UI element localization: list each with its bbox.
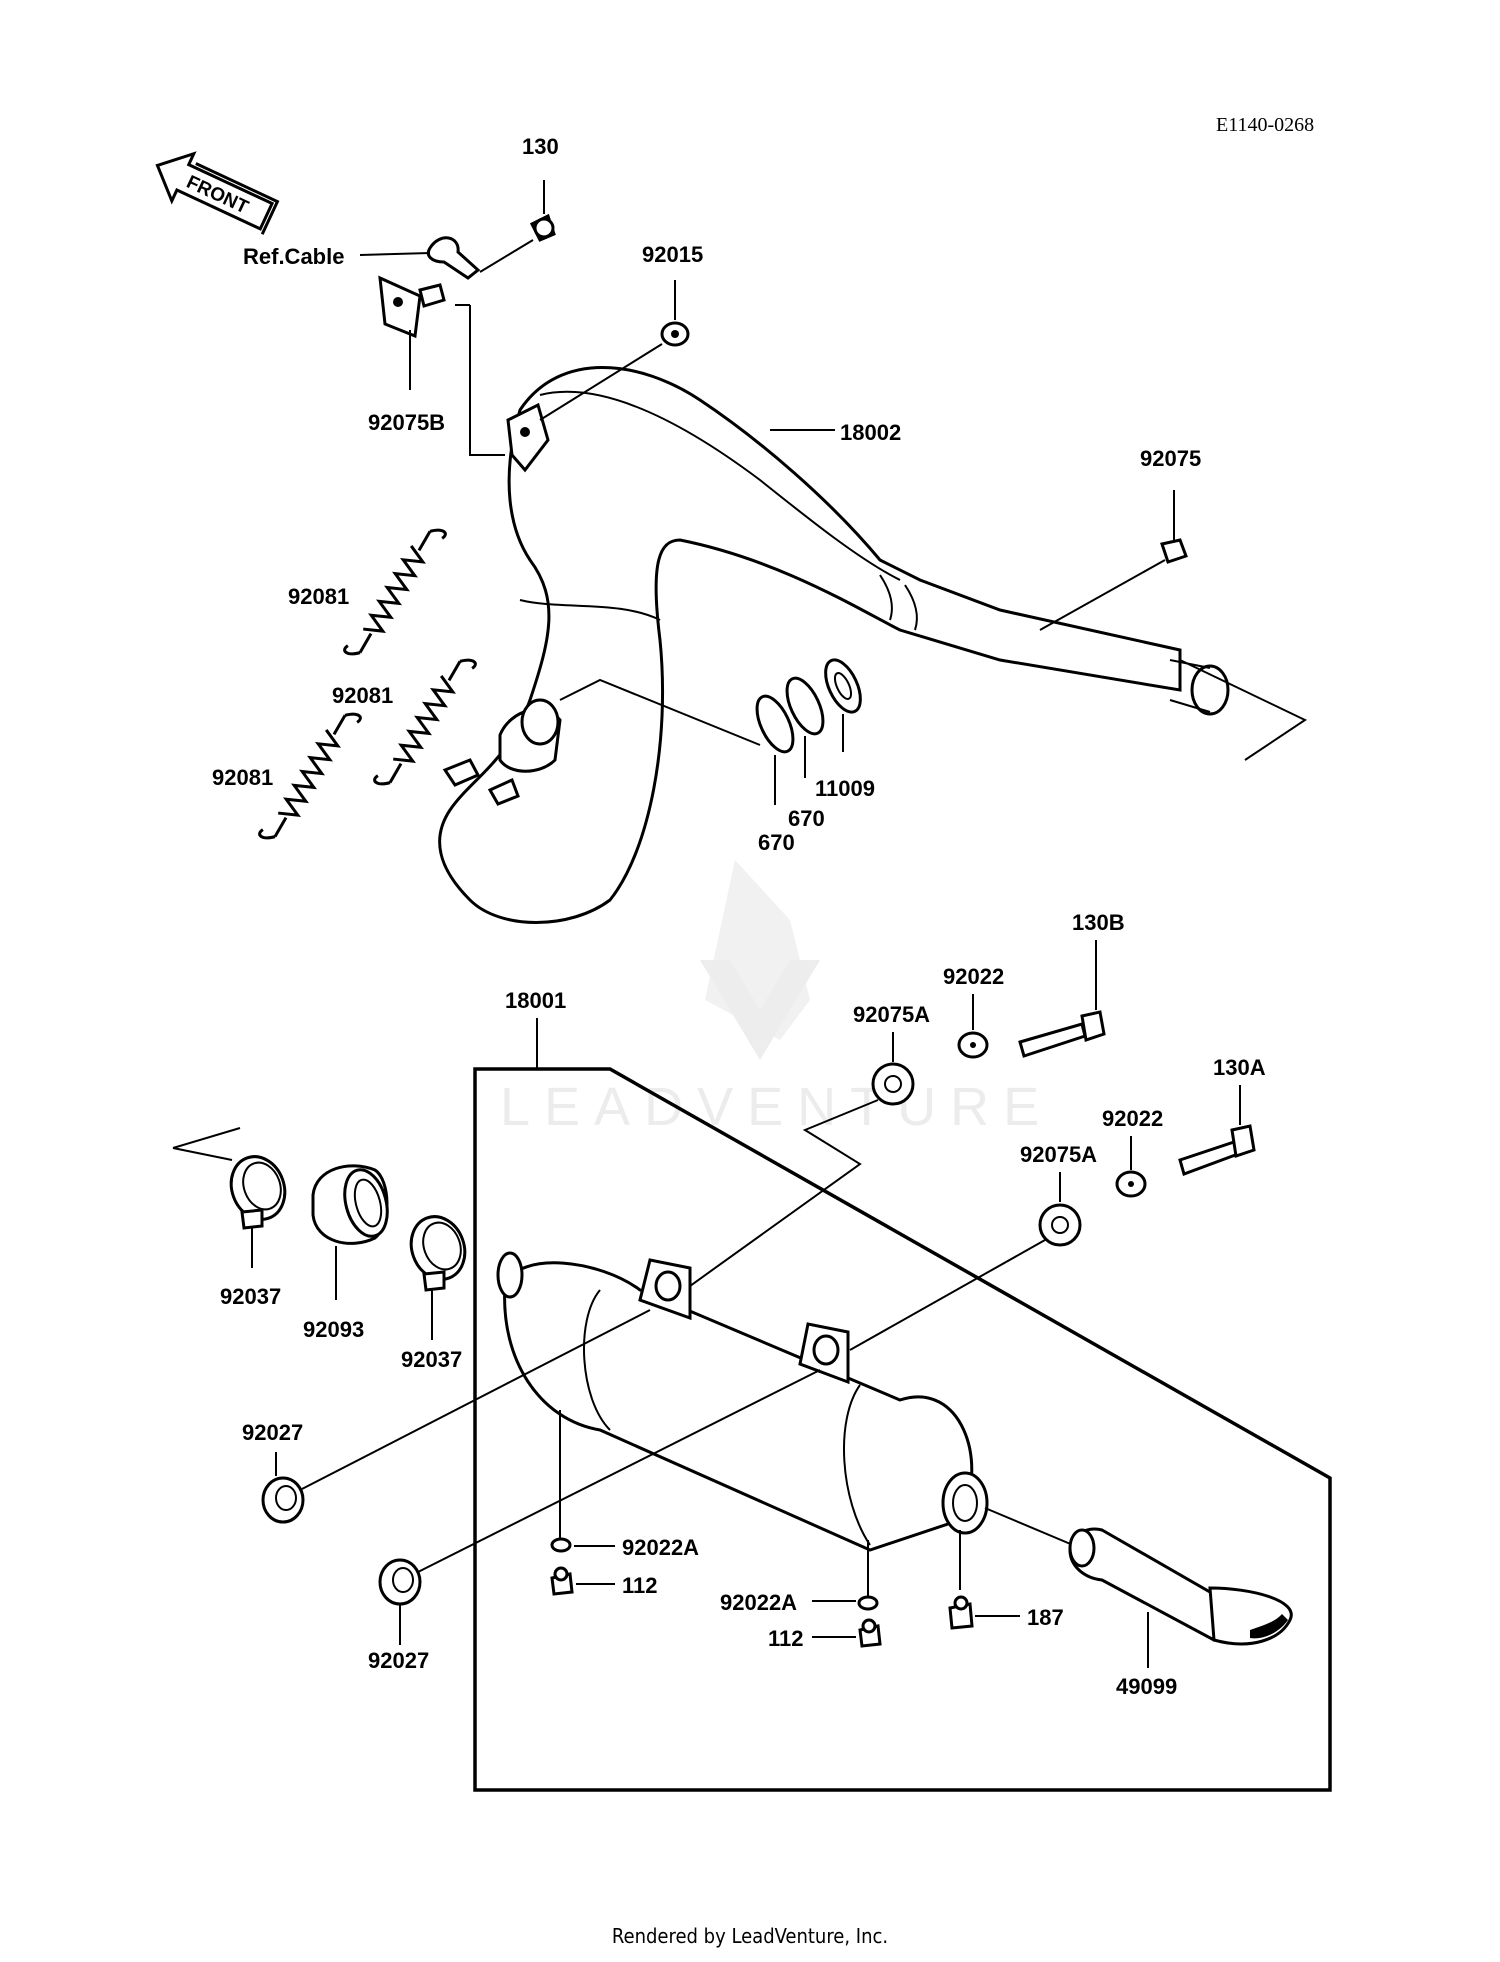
- part-130B-bolt: [1018, 940, 1106, 1058]
- part-92075B-bracket: [378, 275, 446, 390]
- label-670-a: 670: [758, 830, 795, 855]
- label-92022A-b: 92022A: [720, 1590, 797, 1615]
- label-11009: 11009: [815, 776, 875, 801]
- part-112-bolt-b: [812, 1618, 882, 1648]
- part-92022-washer-a: [957, 994, 989, 1059]
- part-92075A-damper-a: [689, 1032, 915, 1287]
- label-130A: 130A: [1213, 1055, 1266, 1080]
- part-92075A-damper-b: [849, 1172, 1082, 1351]
- spring-2: [373, 658, 477, 786]
- label-ref-cable: Ref.Cable: [243, 244, 344, 269]
- watermark: LEADVENTURE: [500, 860, 1053, 1137]
- springs-92081: [258, 528, 477, 840]
- label-92022-b: 92022: [1102, 1106, 1163, 1131]
- part-92093-sleeve: [311, 1164, 389, 1300]
- label-187: 187: [1027, 1605, 1064, 1630]
- label-92015: 92015: [642, 242, 703, 267]
- reference-code: E1140-0268: [1216, 114, 1314, 136]
- part-130A-bolt: [1178, 1085, 1256, 1176]
- part-92037-clamp-b: [409, 1215, 467, 1340]
- label-92075A-a: 92075A: [853, 1002, 930, 1027]
- label-92022-a: 92022: [943, 964, 1004, 989]
- label-92081-c: 92081: [212, 765, 273, 790]
- part-92022A-washer-b: [812, 1595, 879, 1611]
- label-92022A-a: 92022A: [622, 1535, 699, 1560]
- exhaust-chamber-18002: [438, 304, 1308, 924]
- muffler-body: [496, 1251, 1081, 1600]
- label-49099: 49099: [1116, 1674, 1177, 1699]
- part-92015-nut: [539, 280, 690, 421]
- label-18001: 18001: [505, 988, 566, 1013]
- ref-cable-clamp: [359, 236, 481, 280]
- label-92081-b: 92081: [332, 683, 393, 708]
- part-112-bolt-a: [550, 1566, 615, 1596]
- footer-credit: Rendered by LeadVenture, Inc.: [611, 1924, 889, 1948]
- watermark-text: LEADVENTURE: [500, 1077, 1053, 1137]
- part-92027-grommet-b: [378, 1369, 821, 1645]
- label-18002: 18002: [840, 420, 901, 445]
- label-92027-a: 92027: [242, 1420, 303, 1445]
- spring-3: [258, 712, 362, 840]
- label-670-b: 670: [788, 806, 825, 831]
- part-92022A-washer-a: [550, 1537, 615, 1553]
- front-arrow: FRONT: [155, 151, 280, 235]
- label-92093: 92093: [303, 1317, 364, 1342]
- label-92037-a: 92037: [220, 1284, 281, 1309]
- part-92037-clamp-a: [172, 1127, 287, 1268]
- label-112-a: 112: [622, 1573, 658, 1598]
- label-92075A-b: 92075A: [1020, 1142, 1097, 1167]
- part-130-bolt: [479, 180, 556, 273]
- spring-1: [343, 528, 447, 656]
- label-92037-b: 92037: [401, 1347, 462, 1372]
- part-92027-grommet-a: [261, 1309, 651, 1524]
- part-92075-damper: [1160, 490, 1188, 564]
- label-130: 130: [522, 134, 559, 159]
- label-92027-b: 92027: [368, 1648, 429, 1673]
- seal-rings: [755, 658, 862, 805]
- label-92075: 92075: [1140, 446, 1201, 471]
- part-49099-tailpipe: [1068, 1527, 1293, 1668]
- label-112-b: 112: [768, 1626, 804, 1651]
- label-130B: 130B: [1072, 910, 1125, 935]
- label-92075B: 92075B: [368, 410, 445, 435]
- part-187-bolt: [948, 1595, 1020, 1630]
- label-92081-a: 92081: [288, 584, 349, 609]
- muffler-18001-frame: [473, 1018, 1332, 1792]
- part-92022-washer-b: [1115, 1136, 1147, 1198]
- part-labels: 130 Ref.Cable 92015 92075B 18002 92075 9…: [212, 134, 1266, 1699]
